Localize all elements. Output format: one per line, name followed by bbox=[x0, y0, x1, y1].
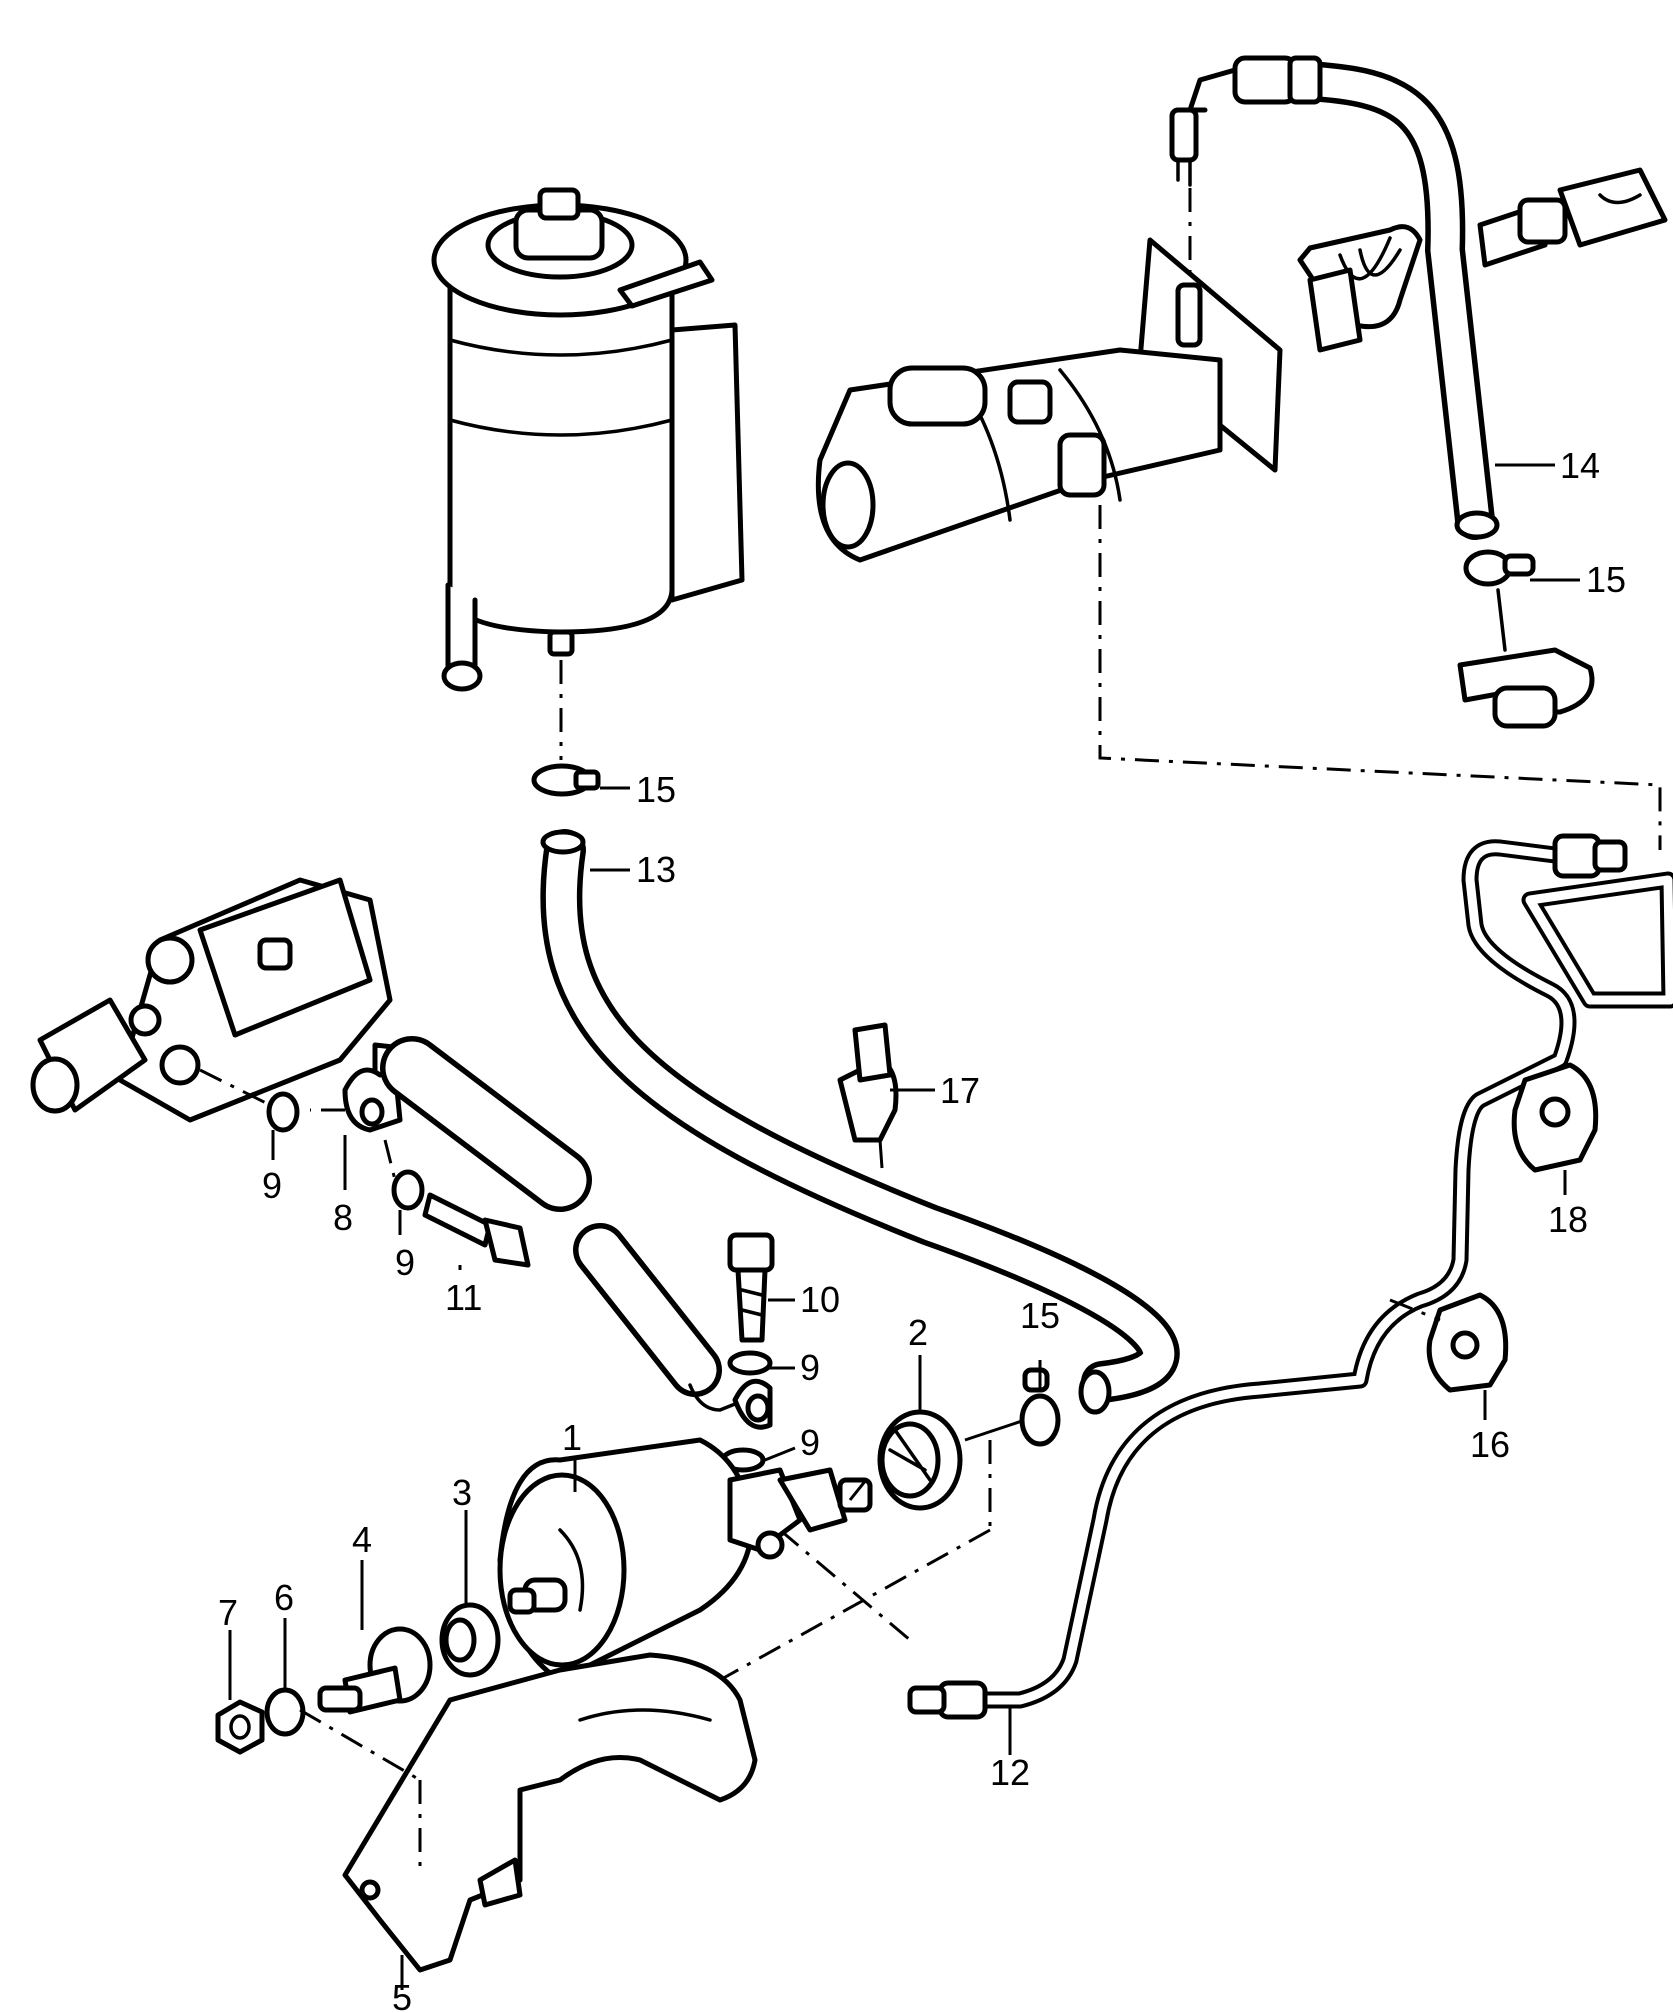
mounting-bracket[interactable] bbox=[342, 1652, 758, 1973]
high-pressure-line[interactable] bbox=[907, 833, 1673, 1720]
stud-bush[interactable] bbox=[317, 1626, 433, 1715]
sealing-washer-pump[interactable] bbox=[266, 1091, 300, 1133]
line-clip-18[interactable] bbox=[1511, 1062, 1599, 1173]
banjo-bolt-pump[interactable] bbox=[422, 1192, 531, 1268]
callout-8: 8 bbox=[333, 1197, 353, 1238]
callout-11: 11 bbox=[445, 1277, 482, 1318]
hose-bracket-17[interactable] bbox=[837, 1022, 899, 1143]
hydraulic-brake-booster[interactable] bbox=[815, 107, 1423, 563]
rubber-bush[interactable] bbox=[439, 1602, 501, 1678]
banjo-bolt-filter[interactable] bbox=[727, 1232, 775, 1343]
callout-17: 17 bbox=[940, 1070, 980, 1111]
hose-clamp-upper[interactable] bbox=[531, 763, 601, 797]
callout-9-pump: 9 bbox=[262, 1165, 282, 1206]
hose-clamp-right[interactable] bbox=[1463, 549, 1536, 587]
callout-3: 3 bbox=[452, 1472, 472, 1513]
callout-9-bolt: 9 bbox=[395, 1242, 415, 1283]
callout-12: 12 bbox=[990, 1752, 1030, 1793]
callout-4: 4 bbox=[352, 1519, 372, 1560]
steering-pump[interactable] bbox=[30, 877, 393, 1123]
fluid-reservoir[interactable] bbox=[431, 187, 745, 692]
callout-15-upper: 15 bbox=[636, 769, 676, 810]
callout-6: 6 bbox=[274, 1577, 294, 1618]
hex-nut-7[interactable] bbox=[215, 1699, 265, 1755]
callout-18: 18 bbox=[1548, 1199, 1588, 1240]
callout-14: 14 bbox=[1560, 445, 1600, 486]
protective-cap[interactable] bbox=[877, 1409, 963, 1511]
tee-connector bbox=[1457, 588, 1595, 729]
callout-9-lower: 9 bbox=[800, 1422, 820, 1463]
washer-6[interactable] bbox=[264, 1687, 306, 1737]
callout-9-upper: 9 bbox=[800, 1347, 820, 1388]
return-hose[interactable] bbox=[540, 829, 1180, 1415]
callout-10: 10 bbox=[800, 1279, 840, 1320]
callout-13: 13 bbox=[636, 849, 676, 890]
push-rod-clevis bbox=[1477, 167, 1668, 268]
sealing-washer-upper[interactable] bbox=[727, 1350, 773, 1376]
callout-7: 7 bbox=[218, 1592, 238, 1633]
callout-15-right: 15 bbox=[1586, 559, 1626, 600]
sealing-washer-bolt[interactable] bbox=[391, 1169, 425, 1211]
callout-5: 5 bbox=[392, 1977, 412, 2013]
callout-2: 2 bbox=[908, 1312, 928, 1353]
callout-15-lower: 15 bbox=[1020, 1295, 1060, 1336]
suction-hose[interactable] bbox=[380, 1036, 747, 1412]
line-clip-16[interactable] bbox=[1426, 1292, 1509, 1393]
callout-1: 1 bbox=[562, 1417, 582, 1458]
pressure-accumulator[interactable] bbox=[497, 1437, 873, 1683]
callout-16: 16 bbox=[1470, 1424, 1510, 1465]
banjo-fitting-filter bbox=[732, 1378, 773, 1430]
pressure-hose[interactable] bbox=[1187, 55, 1500, 540]
